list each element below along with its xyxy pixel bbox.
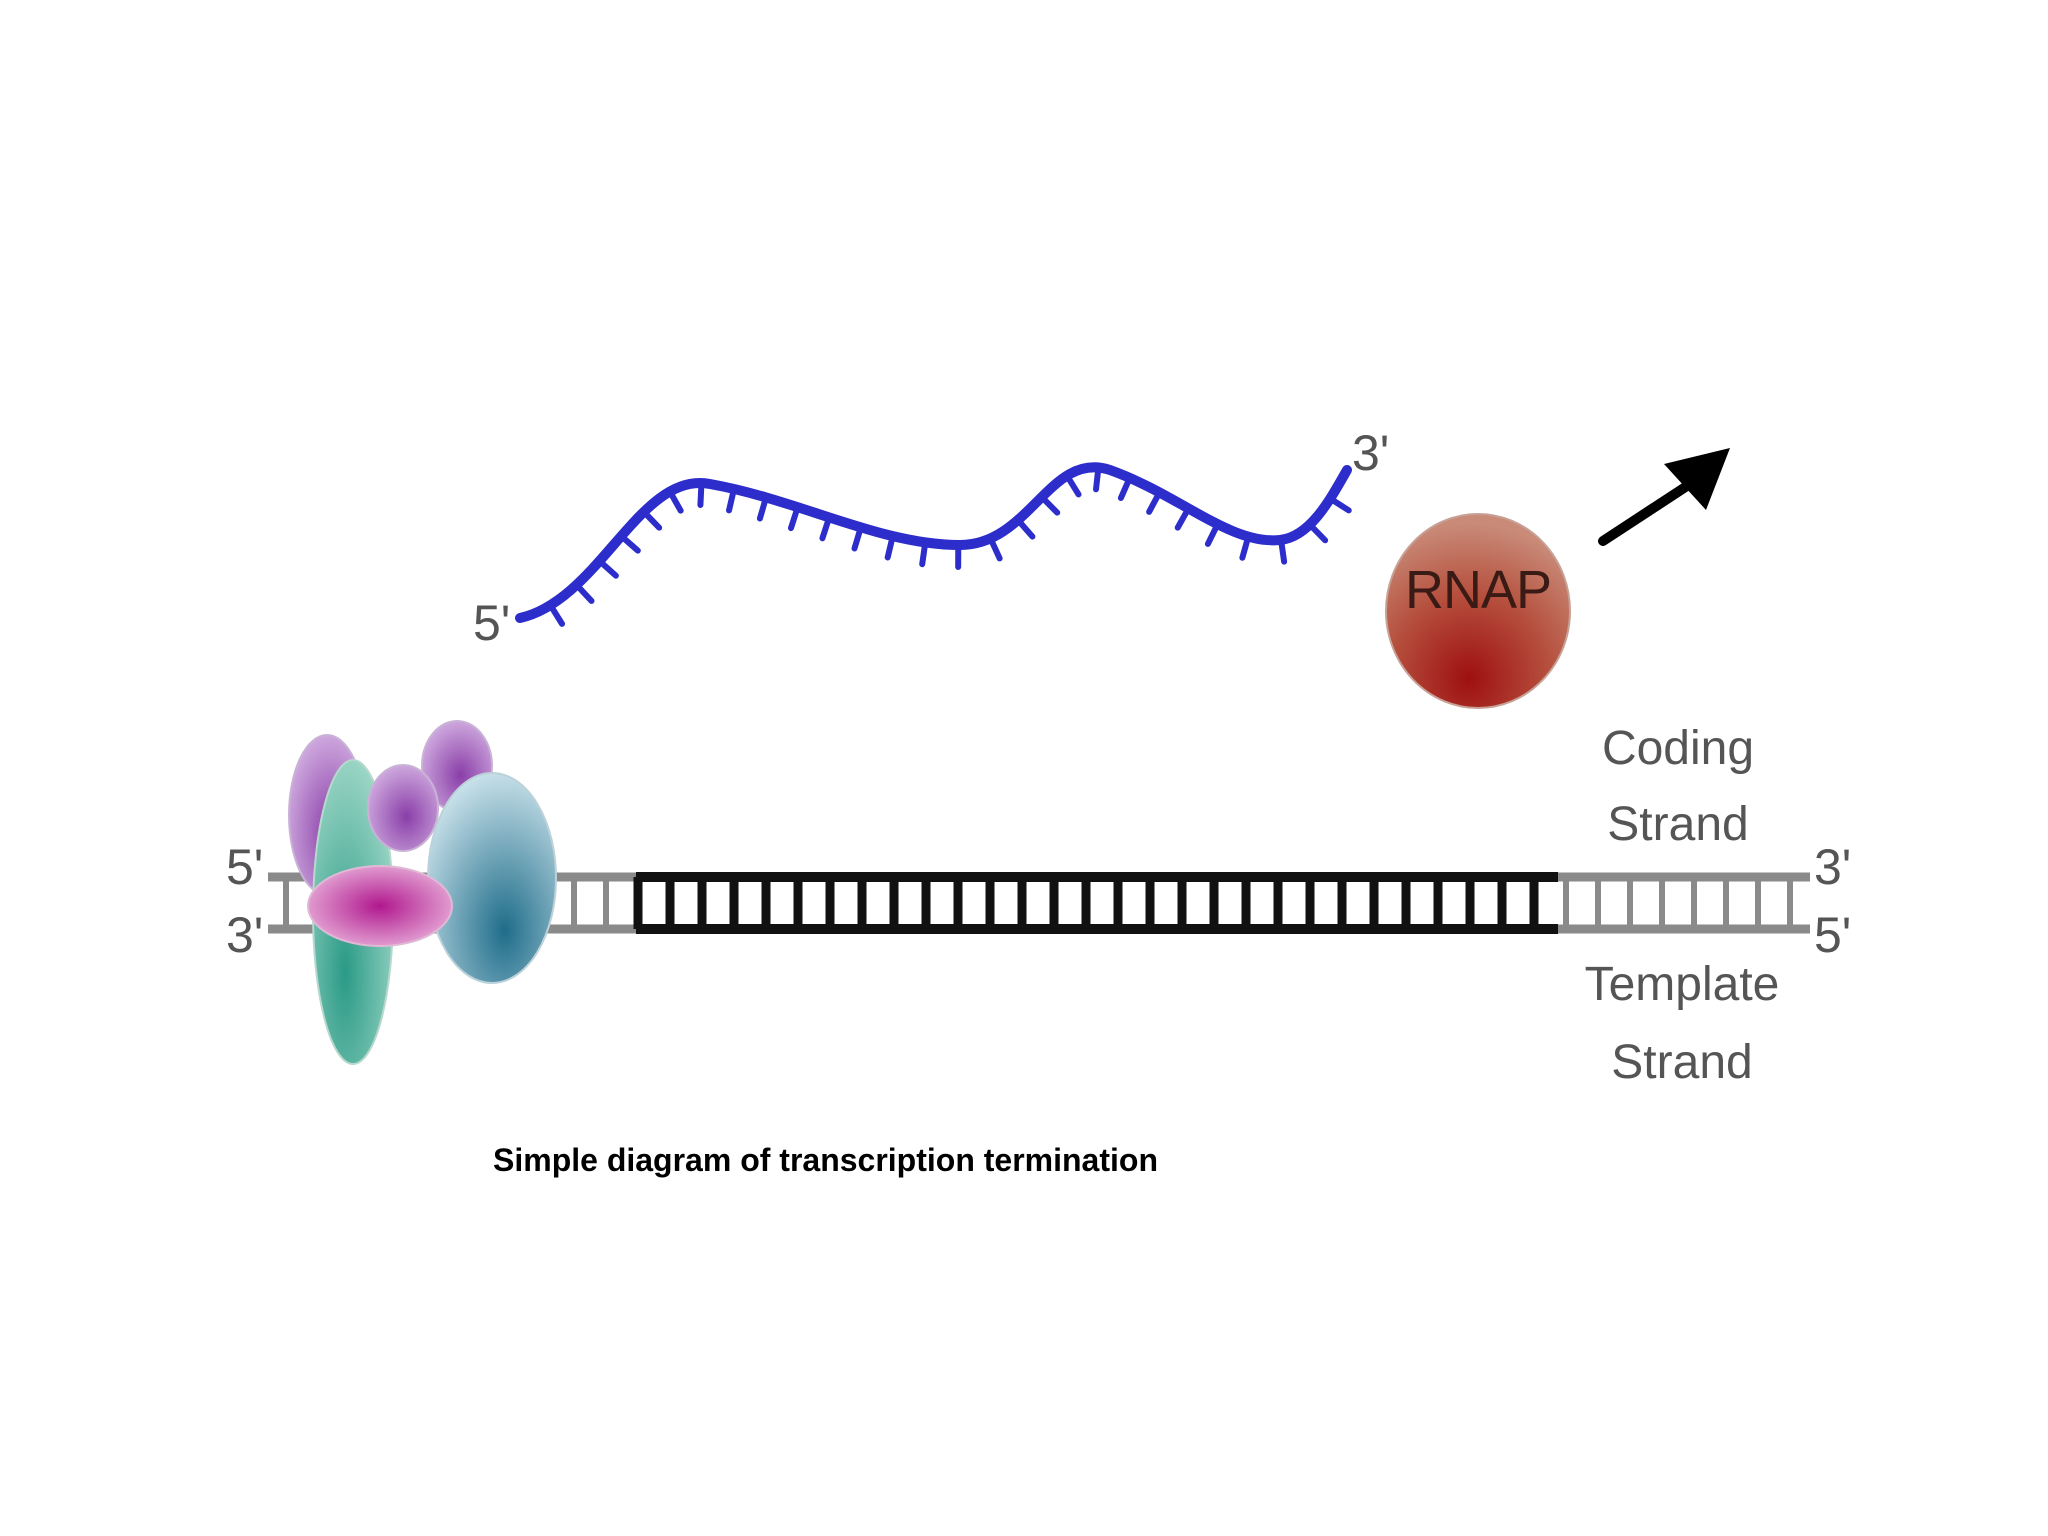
template-strand-label-line2: Strand bbox=[1611, 1036, 1752, 1089]
mrna-base-tick bbox=[851, 524, 864, 552]
dna-left-top-end-label: 5' bbox=[226, 839, 263, 895]
mrna-transcript bbox=[515, 462, 1352, 627]
protein-complex bbox=[288, 720, 557, 1065]
diagram-caption: Simple diagram of transcription terminat… bbox=[493, 1142, 1158, 1178]
mrna-base-tick bbox=[1014, 517, 1036, 540]
mrna-backbone bbox=[515, 462, 1352, 623]
mrna-base-tick bbox=[987, 535, 1003, 562]
mrna-base-tick bbox=[756, 494, 770, 522]
protein-subunit-purple-middle bbox=[367, 764, 439, 852]
rna-three-prime-label: 3' bbox=[1352, 425, 1389, 481]
mrna-base-tick bbox=[697, 479, 705, 508]
mrna-base-tick bbox=[547, 602, 566, 627]
coding-strand-label-line1: Coding bbox=[1602, 722, 1754, 775]
rnap-label: RNAP bbox=[1405, 560, 1551, 620]
mrna-base-tick bbox=[618, 533, 641, 554]
protein-subunit-blue bbox=[427, 772, 557, 984]
dna-left-bottom-end-label: 3' bbox=[226, 907, 263, 963]
mrna-base-tick bbox=[1093, 464, 1102, 493]
rnap-enzyme bbox=[1385, 513, 1571, 709]
dna-right-top-end-label: 3' bbox=[1814, 839, 1851, 895]
mrna-base-tick bbox=[1327, 495, 1352, 514]
mrna-base-tick bbox=[640, 508, 663, 531]
mrna-base-tick bbox=[1204, 521, 1221, 547]
template-strand-label-line1: Template bbox=[1585, 958, 1780, 1011]
coding-strand-label-line2: Strand bbox=[1607, 798, 1748, 851]
mrna-base-tick bbox=[819, 514, 833, 542]
mrna-base-tick bbox=[1117, 474, 1133, 502]
mrna-base-tick bbox=[1278, 536, 1288, 565]
mrna-base-tick bbox=[1239, 533, 1252, 561]
mrna-base-tick bbox=[1306, 521, 1329, 544]
rnap-departure-arrow bbox=[1598, 448, 1730, 546]
mrna-base-tick bbox=[726, 485, 738, 514]
rna-five-prime-label: 5' bbox=[473, 595, 510, 651]
mrna-base-tick bbox=[1146, 489, 1163, 515]
mrna-bases bbox=[547, 464, 1352, 627]
mrna-base-tick bbox=[596, 558, 619, 579]
mrna-base-tick bbox=[787, 504, 801, 532]
mrna-base-tick bbox=[884, 533, 896, 561]
mrna-base-tick bbox=[919, 539, 929, 568]
protein-subunit-magenta bbox=[307, 865, 453, 947]
dna-right-bottom-end-label: 5' bbox=[1814, 907, 1851, 963]
mrna-base-tick bbox=[666, 488, 684, 514]
mrna-base-tick bbox=[1038, 494, 1061, 516]
mrna-base-tick bbox=[1174, 505, 1192, 531]
mrna-base-tick bbox=[1063, 472, 1082, 498]
mrna-base-tick bbox=[573, 581, 595, 604]
